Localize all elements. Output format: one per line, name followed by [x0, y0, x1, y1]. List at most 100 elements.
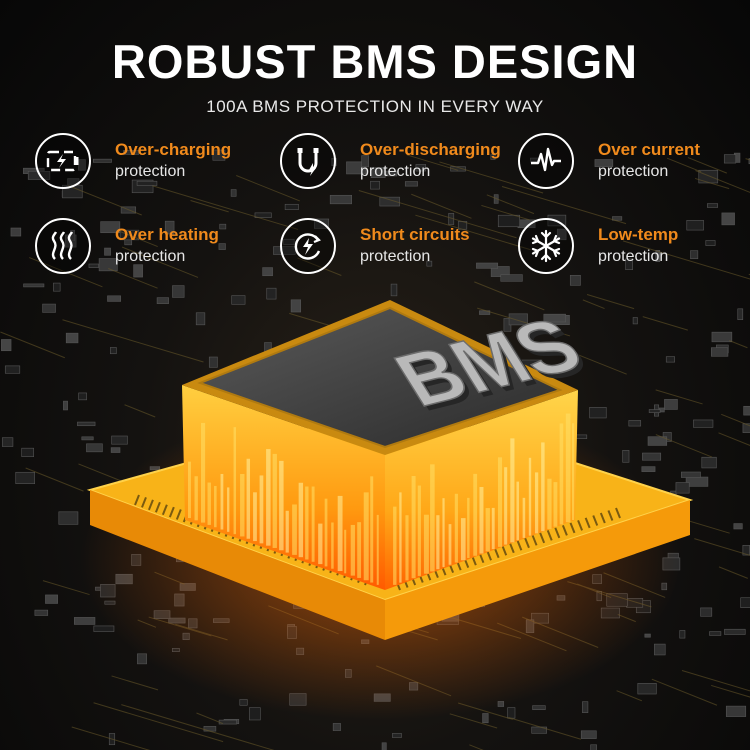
board-trace: [718, 566, 748, 579]
flame-streak: [201, 422, 206, 523]
heat-waves-icon: [51, 231, 74, 260]
board-trace: [711, 684, 750, 698]
short-circuit-icon: [294, 233, 321, 260]
board-component: [23, 283, 45, 288]
board-component: [329, 194, 353, 205]
flame-streak: [194, 476, 198, 521]
board-component: [123, 150, 139, 155]
flame-streak: [188, 461, 191, 518]
chip-pin: [539, 532, 546, 544]
board-trace: [582, 299, 605, 310]
board-component: [740, 597, 750, 608]
board-component: [262, 267, 273, 277]
flame-streak: [405, 515, 409, 581]
board-trace: [415, 214, 531, 251]
board-component: [450, 166, 466, 172]
flame-streak: [460, 518, 466, 561]
chip-pin: [546, 529, 553, 541]
flame-streak: [510, 438, 515, 543]
feature-icon-circle: [35, 133, 91, 189]
board-component: [681, 471, 701, 478]
board-component: [628, 420, 642, 427]
flame-streak: [324, 498, 328, 567]
chip-pin: [599, 512, 606, 524]
board-component: [500, 274, 523, 282]
board-component: [733, 523, 743, 530]
feature-over-heating: Over heating protection: [35, 218, 275, 278]
feature-icon-circle: [518, 218, 574, 274]
board-component: [637, 683, 657, 695]
board-component: [701, 456, 717, 469]
board-component: [195, 312, 206, 326]
board-component: [569, 274, 581, 286]
board-trace: [655, 434, 713, 458]
flame-streak: [442, 498, 445, 567]
board-component: [582, 701, 589, 714]
flame-streak: [479, 486, 484, 554]
chip-pin: [516, 539, 523, 551]
board-trace: [111, 675, 159, 691]
board-component: [86, 443, 103, 453]
board-trace: [121, 246, 199, 278]
feature-title: Over-charging: [115, 140, 232, 159]
board-component: [249, 707, 261, 721]
chip-pin: [615, 507, 621, 519]
flame-streak: [279, 460, 284, 551]
board-trace: [358, 190, 517, 239]
board-component: [580, 730, 597, 739]
board-component: [53, 282, 61, 292]
board-component: [42, 303, 56, 313]
board-component: [415, 164, 427, 172]
flame-streak: [246, 458, 251, 539]
board-component: [110, 447, 121, 453]
flame-streak: [227, 487, 230, 532]
board-component: [497, 214, 520, 228]
board-trace: [0, 331, 66, 359]
board-trace: [449, 713, 498, 729]
board-component: [679, 630, 686, 639]
pulse-wave-icon: [531, 147, 561, 172]
board-component: [370, 167, 386, 178]
board-component: [748, 158, 750, 165]
flame-streak: [214, 485, 217, 528]
board-component: [290, 299, 302, 313]
board-trace: [236, 175, 300, 202]
flame-streak: [485, 508, 490, 552]
board-component: [404, 181, 418, 187]
feature-icon-circle: [280, 218, 336, 274]
board-trace: [729, 340, 748, 349]
flame-streak: [454, 493, 458, 563]
board-trace: [721, 413, 750, 427]
board-component: [648, 409, 661, 413]
board-component: [34, 609, 49, 616]
feature-desc: protection: [360, 163, 431, 180]
board-component: [711, 331, 733, 343]
flame-streak: [522, 497, 526, 538]
snowflake-icon: [531, 229, 561, 263]
board-component: [743, 405, 750, 416]
board-trace: [666, 157, 702, 173]
board-trace: [651, 678, 718, 706]
flame-streak: [220, 473, 224, 530]
board-component: [212, 149, 226, 161]
flame-streak: [553, 482, 558, 527]
board-component: [390, 283, 398, 297]
feature-over-discharging: Over-discharging protection: [280, 133, 520, 193]
board-component: [379, 196, 400, 207]
board-component: [81, 436, 94, 441]
board-component: [705, 240, 716, 246]
board-component: [381, 742, 387, 750]
board-trace: [695, 170, 750, 193]
chip-pin: [607, 510, 614, 521]
chip-pin: [577, 520, 583, 531]
board-component: [100, 221, 121, 234]
board-component: [346, 161, 367, 175]
flame-streak: [565, 413, 571, 523]
flame-streak: [233, 427, 237, 535]
board-trace: [25, 467, 84, 492]
flame-streak: [298, 482, 304, 558]
flame-streak: [491, 507, 495, 550]
board-component: [1, 437, 14, 447]
flame-streak: [559, 423, 564, 525]
